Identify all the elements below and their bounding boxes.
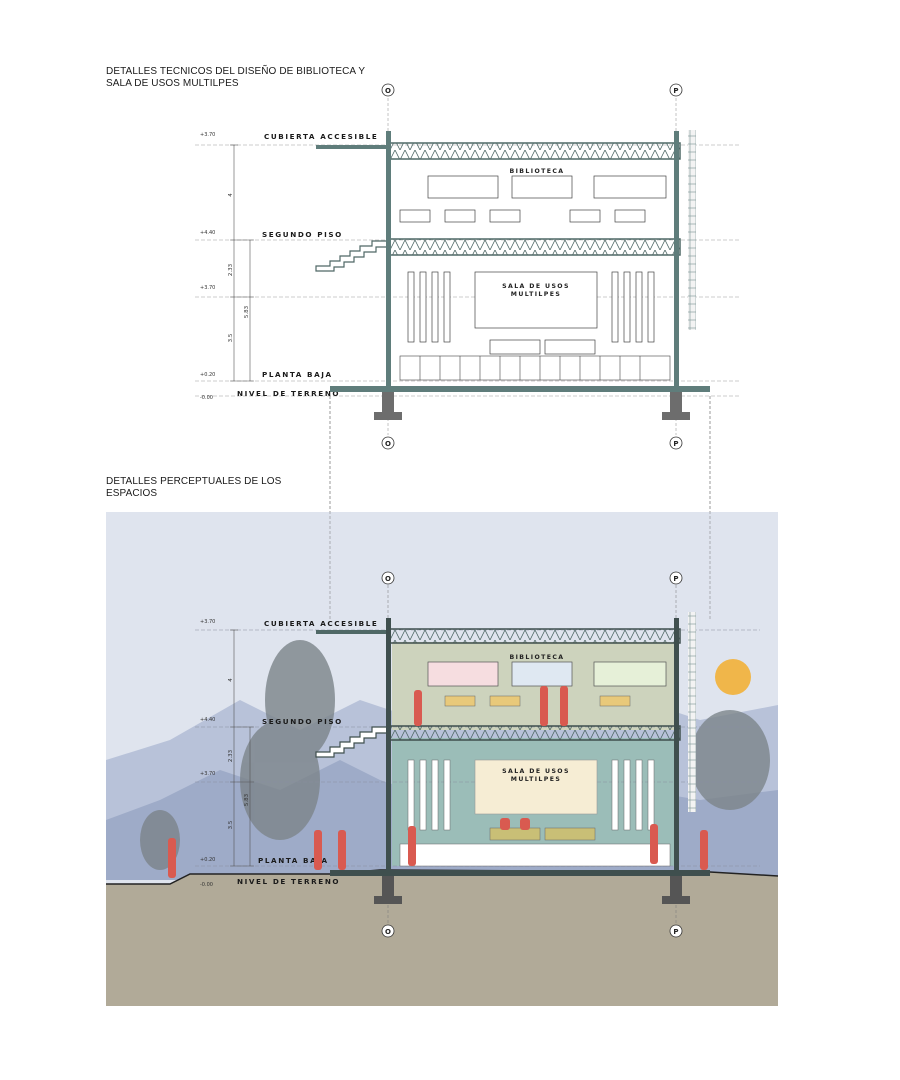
level-label-roof: CUBIERTA ACCESIBLE xyxy=(264,619,378,628)
elevation-label: +4.40 xyxy=(200,717,215,723)
axis-label: P xyxy=(673,440,678,448)
lattice-screen xyxy=(688,130,696,330)
room-label-hall-2: MULTILPES xyxy=(511,776,561,783)
dimension-label: 2.33 xyxy=(228,749,234,762)
dimension-label: 3.5 xyxy=(228,333,234,342)
elevation-label: +0.20 xyxy=(200,857,215,863)
room-label-library: BIBLIOTECA xyxy=(509,168,564,175)
dimension-label: 5.83 xyxy=(244,793,250,806)
technical-section: O O P P 4 2.33 5.8 xyxy=(195,83,740,620)
roof-cantilever xyxy=(316,145,386,149)
second-floor-slab xyxy=(387,238,681,256)
axis-label: O xyxy=(385,928,391,936)
technical-heading: DETALLES TECNICOS DEL DISEÑO DE BIBLIOTE… xyxy=(106,66,365,89)
column-o xyxy=(386,131,391,386)
sun xyxy=(715,659,751,695)
perceptual-section: O O P P 4 2.33 5.83 3 xyxy=(106,396,779,1006)
axis-label: O xyxy=(385,575,391,583)
column-p xyxy=(674,131,679,386)
lattice-screen xyxy=(688,612,696,812)
level-label-second-floor: SEGUNDO PISO xyxy=(262,717,343,726)
elevation-label: -0.00 xyxy=(200,882,213,888)
room-label-hall-1: SALA DE USOS xyxy=(502,768,570,775)
roof-slab xyxy=(387,628,681,644)
axis-label: O xyxy=(385,87,391,95)
dimension-label: 3.5 xyxy=(228,820,234,829)
people-figures xyxy=(168,686,708,878)
room-label-hall-2: MULTILPES xyxy=(511,291,561,298)
stair xyxy=(315,240,389,272)
ground-slab xyxy=(330,386,710,392)
room-label-hall-1: SALA DE USOS xyxy=(502,283,570,290)
room-label-library: BIBLIOTECA xyxy=(509,654,564,661)
dimension-label: 2.33 xyxy=(228,263,234,276)
axis-label: P xyxy=(673,575,678,583)
dimension-label: 5.83 xyxy=(244,305,250,318)
projection-screen xyxy=(474,759,598,815)
level-label-ground-floor: PLANTA BAJA xyxy=(262,370,333,379)
perceptual-heading: DETALLES PERCEPTUALES DE LOS ESPACIOS xyxy=(106,476,282,499)
roof-slab xyxy=(387,142,681,160)
elevation-label: +3.70 xyxy=(200,132,215,138)
level-label-terrain: NIVEL DE TERRENO xyxy=(237,389,340,398)
level-label-terrain: NIVEL DE TERRENO xyxy=(237,877,340,886)
elevation-label: +4.40 xyxy=(200,230,215,236)
trees xyxy=(140,640,770,870)
dimension-label: 4 xyxy=(228,193,234,197)
ground xyxy=(106,870,778,1006)
axis-label: P xyxy=(673,87,678,95)
elevation-label: -0.00 xyxy=(200,395,213,401)
level-label-roof: CUBIERTA ACCESIBLE xyxy=(264,132,378,141)
axis-label: O xyxy=(385,440,391,448)
elevation-label: +3.70 xyxy=(200,285,215,291)
level-label-ground-floor: PLANTA BAJA xyxy=(258,856,329,865)
dimension-label: 4 xyxy=(228,678,234,682)
level-label-second-floor: SEGUNDO PISO xyxy=(262,230,343,239)
ground-slab xyxy=(330,870,710,876)
elevation-label: +3.70 xyxy=(200,771,215,777)
second-floor-slab xyxy=(387,725,681,741)
axis-label: P xyxy=(673,928,678,936)
elevation-label: +3.70 xyxy=(200,619,215,625)
elevation-label: +0.20 xyxy=(200,372,215,378)
